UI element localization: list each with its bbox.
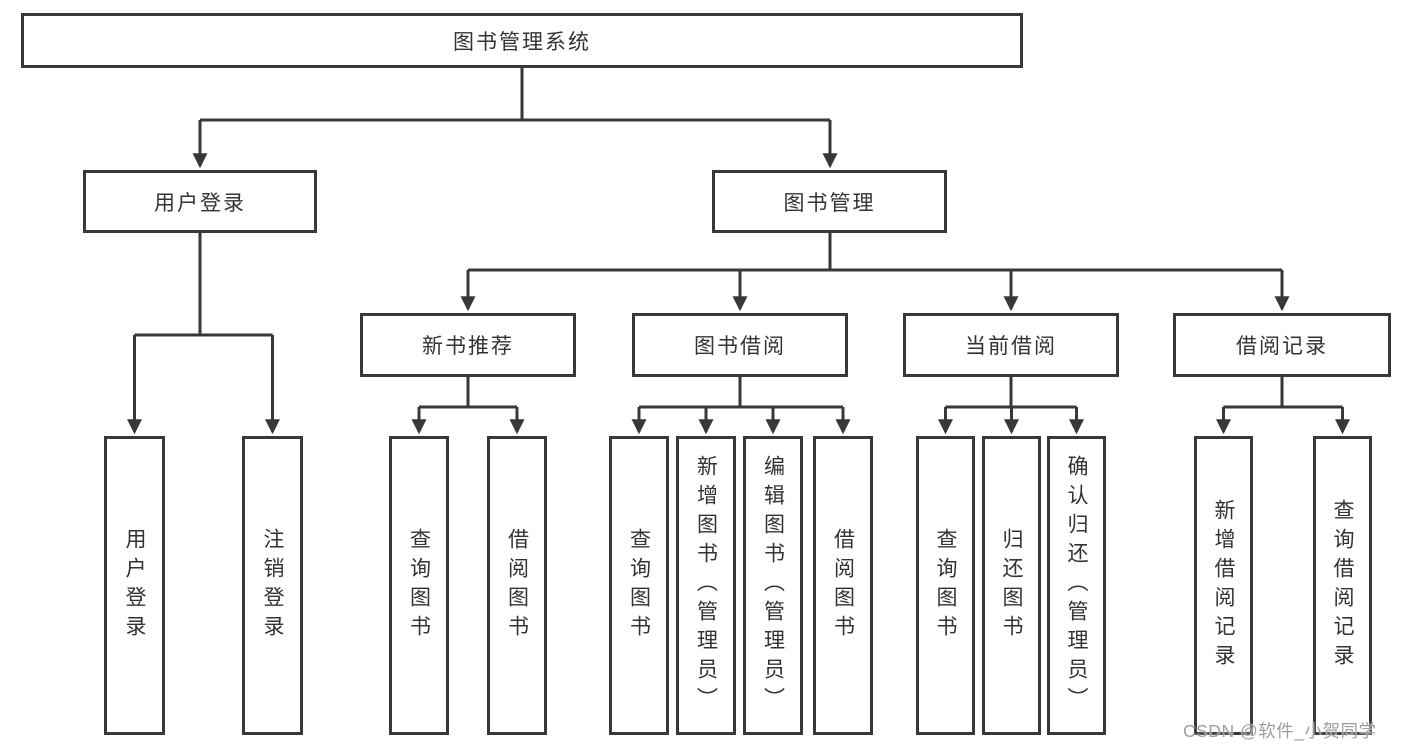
leaf-br-query-record-label: 查询借阅记录 [1331, 498, 1354, 673]
node-borrow-records-label: 借阅记录 [1236, 335, 1328, 358]
node-borrow-records: 借阅记录 [1173, 313, 1391, 377]
leaf-br-query-record: 查询借阅记录 [1313, 436, 1372, 735]
leaf-cb-query-books-label: 查询图书 [934, 527, 957, 644]
leaf-cb-confirm-return-admin-label: 确认归还（管理员） [1065, 455, 1088, 716]
leaf-cb-query-books: 查询图书 [916, 436, 975, 735]
leaf-bb-query-books: 查询图书 [609, 436, 669, 735]
leaf-cb-confirm-return-admin: 确认归还（管理员） [1047, 436, 1106, 735]
leaf-cb-return-books: 归还图书 [982, 436, 1041, 735]
leaf-bb-add-books-admin: 新增图书（管理员） [676, 436, 736, 735]
leaf-user-login: 用户登录 [104, 436, 165, 735]
node-library-system: 图书管理系统 [21, 13, 1023, 68]
node-library-system-label: 图书管理系统 [453, 30, 591, 54]
node-user-login-label: 用户登录 [154, 191, 246, 215]
leaf-nb-borrow-books: 借阅图书 [487, 436, 547, 735]
leaf-nb-borrow-books-label: 借阅图书 [505, 527, 529, 644]
leaf-user-login-label: 用户登录 [123, 527, 146, 644]
node-current-borrowing-label: 当前借阅 [965, 335, 1057, 358]
node-book-management: 图书管理 [712, 170, 947, 233]
leaf-br-add-record-label: 新增借阅记录 [1212, 498, 1235, 673]
node-book-borrowing: 图书借阅 [632, 313, 848, 377]
leaf-bb-edit-books-admin-label: 编辑图书（管理员） [761, 455, 785, 716]
node-new-book-recommend: 新书推荐 [360, 313, 576, 377]
node-book-management-label: 图书管理 [783, 191, 876, 215]
node-new-book-recommend-label: 新书推荐 [422, 335, 514, 358]
leaf-logout: 注销登录 [242, 436, 303, 735]
node-current-borrowing: 当前借阅 [903, 313, 1119, 377]
leaf-bb-add-books-admin-label: 新增图书（管理员） [694, 455, 718, 716]
leaf-bb-borrow-books-label: 借阅图书 [831, 527, 855, 644]
leaf-cb-return-books-label: 归还图书 [1000, 527, 1023, 644]
leaf-nb-query-books: 查询图书 [389, 436, 449, 735]
leaf-nb-query-books-label: 查询图书 [407, 527, 431, 644]
node-user-login: 用户登录 [83, 170, 317, 233]
leaf-bb-edit-books-admin: 编辑图书（管理员） [743, 436, 803, 735]
leaf-br-add-record: 新增借阅记录 [1194, 436, 1253, 735]
csdn-watermark: CSDN @软件_小贺同学 [1183, 721, 1377, 741]
leaf-bb-borrow-books: 借阅图书 [813, 436, 873, 735]
leaf-logout-label: 注销登录 [261, 527, 284, 644]
node-book-borrowing-label: 图书借阅 [694, 335, 786, 358]
leaf-bb-query-books-label: 查询图书 [627, 527, 651, 644]
